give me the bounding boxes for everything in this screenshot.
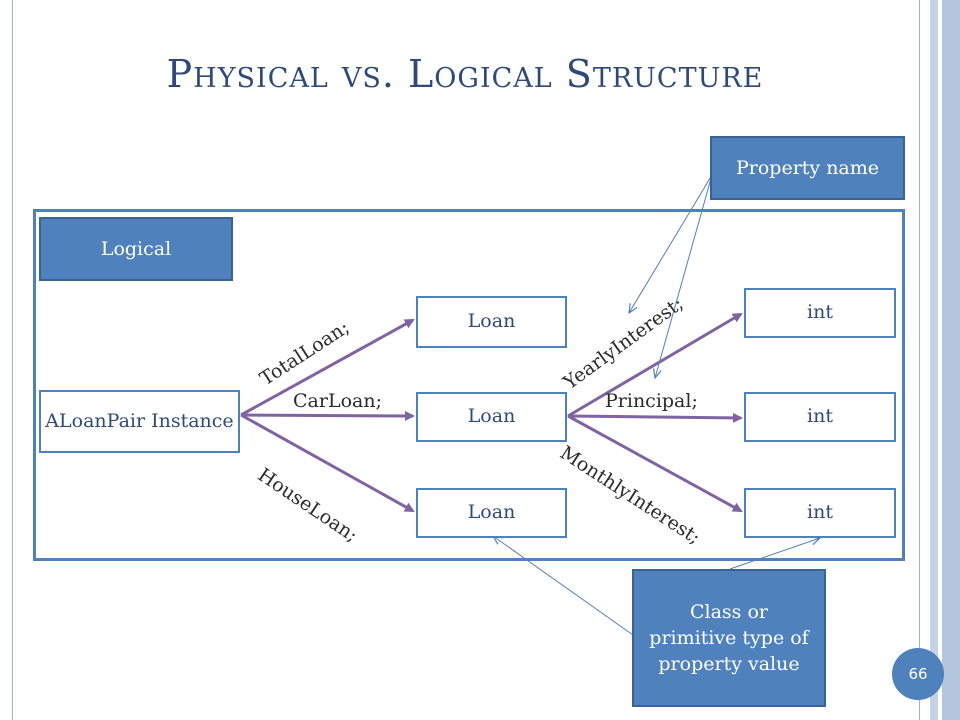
logical-structure-frame <box>33 209 905 561</box>
property-name-label: Property name <box>710 136 905 200</box>
edge-yearly-interest <box>567 312 743 418</box>
edge-label-principal: Principal; <box>605 390 698 412</box>
node-int-monthly: int <box>744 488 896 538</box>
edge-total-loan <box>240 318 415 417</box>
edge-house-loan <box>240 413 415 513</box>
side-stripe-gap <box>938 0 942 720</box>
node-aloanpair-instance: ALoanPair Instance <box>39 390 240 453</box>
slide-title: Physical vs. Logical Structure <box>166 52 764 96</box>
logical-label: Logical <box>39 217 233 281</box>
node-int-principal: int <box>744 392 896 442</box>
callout-type-1 <box>493 536 634 636</box>
page-number-badge: 66 <box>892 648 944 700</box>
node-loan-total: Loan <box>416 296 567 348</box>
callout-property-name-2 <box>655 174 713 378</box>
node-loan-house: Loan <box>416 488 567 538</box>
node-int-yearly: int <box>744 288 896 338</box>
edge-car-loan <box>240 410 415 421</box>
edge-principal <box>567 412 743 423</box>
node-loan-car: Loan <box>416 392 567 442</box>
edge-label-car-loan: CarLoan; <box>293 390 382 412</box>
side-stripe <box>930 0 938 720</box>
edge-monthly-interest <box>567 414 743 513</box>
type-note-label: Class or primitive type of property valu… <box>632 569 826 707</box>
side-stripe-wide <box>942 0 960 720</box>
slide-frame <box>12 0 920 720</box>
callout-type-2 <box>729 538 820 570</box>
callout-property-name-1 <box>629 174 713 313</box>
